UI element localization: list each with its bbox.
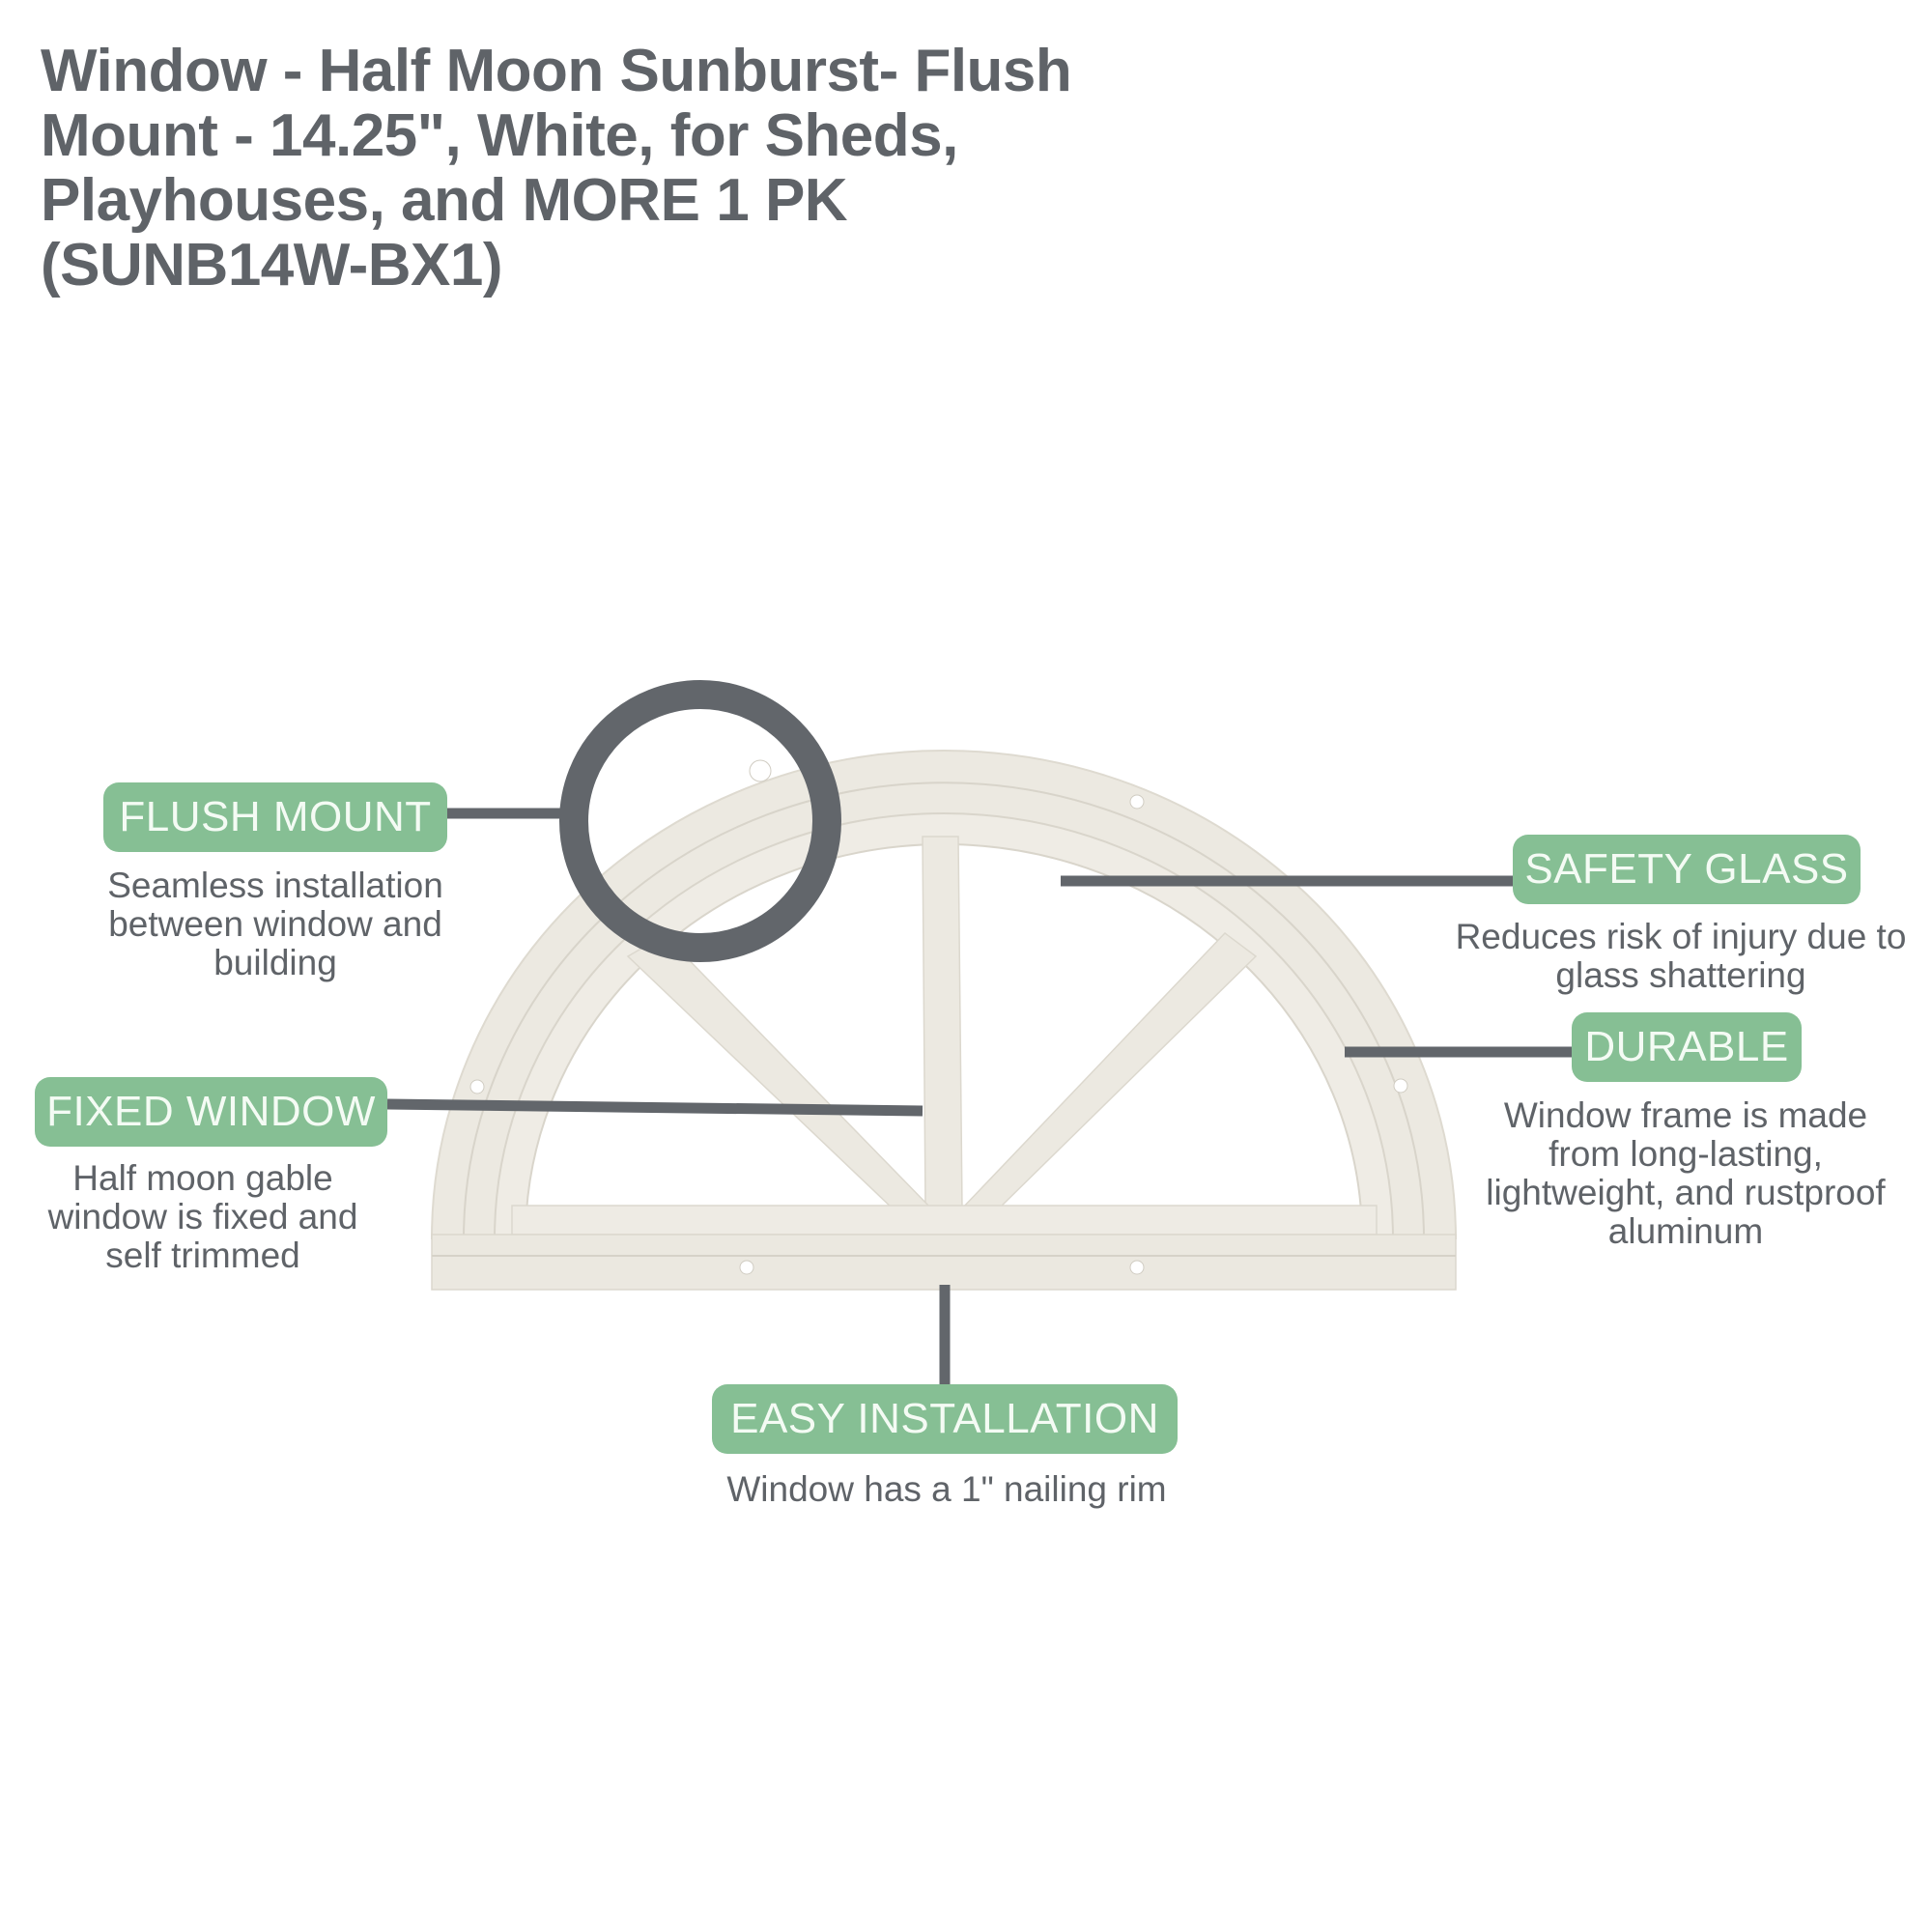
description-line: aluminum: [1607, 1211, 1764, 1251]
fixed-window-description: Half moon gable window is fixed and self…: [10, 1159, 396, 1275]
callout-lines: [386, 808, 1572, 1384]
half-moon-window: [430, 750, 1458, 1291]
description-line: Window frame is made: [1503, 1095, 1868, 1135]
product-title: Window - Half Moon Sunburst- Flush Mount…: [41, 39, 1219, 298]
safety-glass-label: SAFETY GLASS: [1513, 835, 1861, 904]
flush-mount-description: Seamless installation between window and…: [72, 867, 478, 982]
nail-holes: [469, 759, 1408, 1275]
flush-mount-highlight-circle: [559, 680, 841, 962]
title-line: Mount - 14.25", White, for Sheds,: [41, 102, 958, 169]
fixed-window-connector: [386, 1098, 923, 1117]
title-line: Window - Half Moon Sunburst- Flush: [41, 38, 1072, 104]
description-line: Window has a 1" nailing rim: [726, 1469, 1167, 1509]
description-line: from long-lasting,: [1548, 1134, 1823, 1174]
description-line: Reduces risk of injury due to: [1455, 917, 1907, 956]
description-line: glass shattering: [1555, 955, 1806, 995]
description-line: lightweight, and rustproof: [1486, 1173, 1886, 1212]
fixed-window-label: FIXED WINDOW: [35, 1077, 387, 1147]
flush-mount-label: FLUSH MOUNT: [103, 782, 447, 852]
description-line: window is fixed and: [47, 1197, 358, 1236]
title-line: (SUNB14W-BX1): [41, 232, 502, 298]
title-line: Playhouses, and MORE 1 PK: [41, 167, 848, 234]
description-line: self trimmed: [105, 1236, 300, 1275]
durable-description: Window frame is made from long-lasting, …: [1449, 1096, 1922, 1251]
description-line: between window and: [108, 904, 442, 944]
safety-glass-description: Reduces risk of injury due to glass shat…: [1430, 918, 1932, 995]
description-line: building: [213, 943, 337, 982]
durable-label: DURABLE: [1572, 1012, 1802, 1082]
easy-installation-label: EASY INSTALLATION: [712, 1384, 1178, 1454]
easy-installation-description: Window has a 1" nailing rim: [676, 1470, 1217, 1509]
description-line: Half moon gable: [72, 1158, 333, 1198]
description-line: Seamless installation: [107, 866, 443, 905]
